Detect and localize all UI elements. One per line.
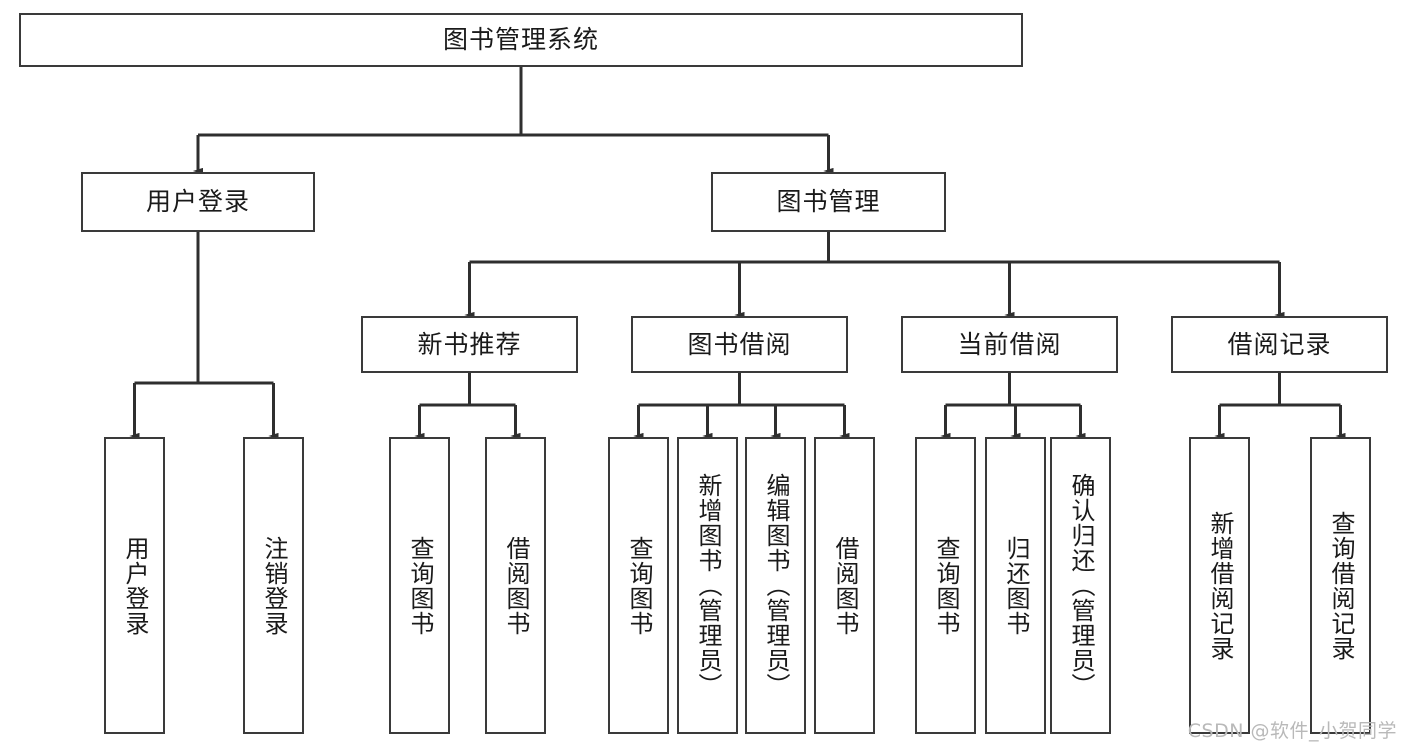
leaf-query-book-borrow[interactable]: 查询图书 [608,437,669,734]
node-user-login-label: 用户登录 [145,187,250,217]
leaf-query-book-recommend-label: 查询图书 [405,535,434,636]
node-current-borrow[interactable]: 当前借阅 [901,316,1118,373]
leaf-query-book-recommend[interactable]: 查询图书 [389,437,450,734]
leaf-query-book-current[interactable]: 查询图书 [915,437,976,734]
node-book-borrow[interactable]: 图书借阅 [631,316,848,373]
leaf-query-borrow-record[interactable]: 查询借阅记录 [1310,437,1371,734]
leaf-edit-book-admin-label: 编辑图书（管理员） [761,473,790,698]
leaf-confirm-return-admin-label: 确认归还（管理员） [1066,473,1095,698]
leaf-logout[interactable]: 注销登录 [243,437,304,734]
node-current-borrow-label: 当前借阅 [957,329,1062,359]
node-user-login[interactable]: 用户登录 [81,172,315,232]
leaf-return-book[interactable]: 归还图书 [985,437,1046,734]
node-book-borrow-label: 图书借阅 [687,329,792,359]
leaf-return-book-label: 归还图书 [1001,535,1030,636]
leaf-borrow-book-recommend[interactable]: 借阅图书 [485,437,546,734]
leaf-query-book-current-label: 查询图书 [931,535,960,636]
node-book-management[interactable]: 图书管理 [711,172,946,232]
leaf-user-login-label: 用户登录 [120,535,149,636]
leaf-borrow-book-label: 借阅图书 [830,535,859,636]
leaf-add-borrow-record[interactable]: 新增借阅记录 [1189,437,1250,734]
leaf-query-borrow-record-label: 查询借阅记录 [1326,510,1355,661]
node-root-label: 图书管理系统 [442,25,599,55]
leaf-confirm-return-admin[interactable]: 确认归还（管理员） [1050,437,1111,734]
leaf-borrow-book[interactable]: 借阅图书 [814,437,875,734]
leaf-user-login[interactable]: 用户登录 [104,437,165,734]
node-borrow-records-label: 借阅记录 [1227,329,1332,359]
node-borrow-records[interactable]: 借阅记录 [1171,316,1388,373]
leaf-add-book-admin[interactable]: 新增图书（管理员） [677,437,738,734]
leaf-add-book-admin-label: 新增图书（管理员） [693,473,722,698]
leaf-query-book-borrow-label: 查询图书 [624,535,653,636]
leaf-borrow-book-recommend-label: 借阅图书 [501,535,530,636]
node-book-management-label: 图书管理 [776,187,881,217]
node-new-book-recommend-label: 新书推荐 [417,329,522,359]
leaf-logout-label: 注销登录 [259,535,288,636]
leaf-add-borrow-record-label: 新增借阅记录 [1205,510,1234,661]
leaf-edit-book-admin[interactable]: 编辑图书（管理员） [745,437,806,734]
node-new-book-recommend[interactable]: 新书推荐 [361,316,578,373]
node-root[interactable]: 图书管理系统 [19,13,1023,67]
